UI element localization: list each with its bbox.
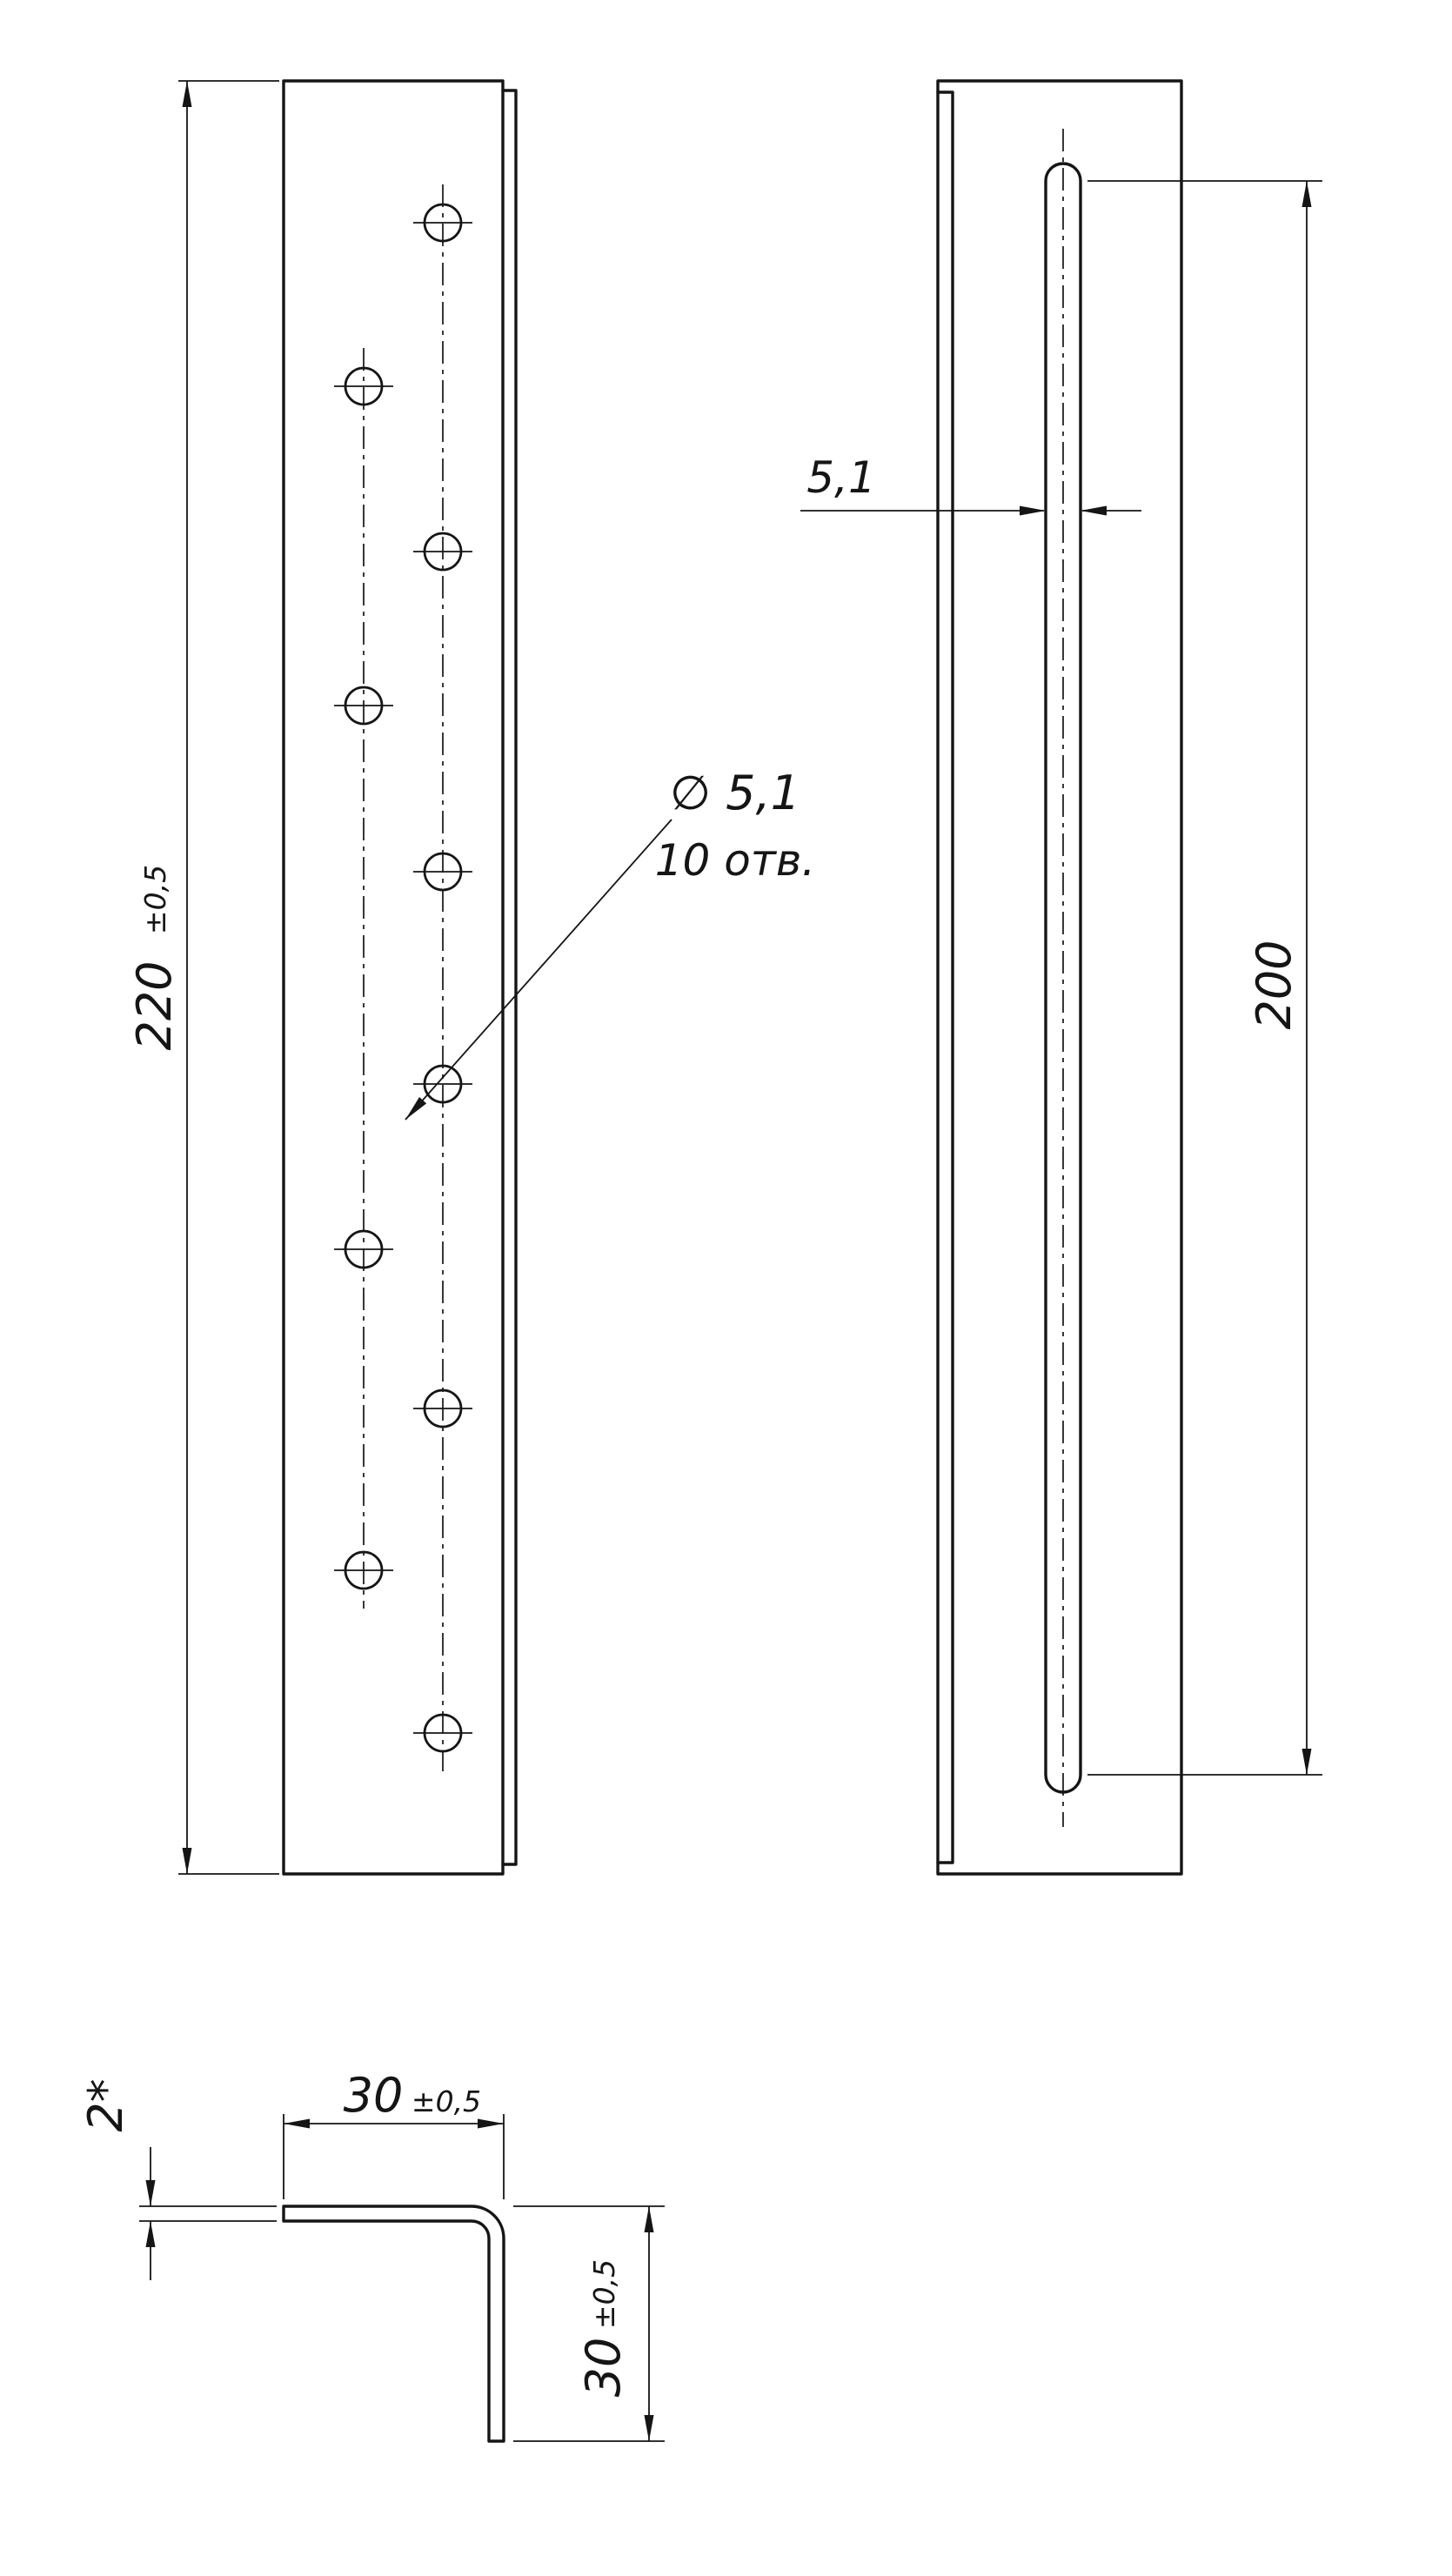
hole-3 xyxy=(423,532,463,572)
angle-profile-outline xyxy=(282,2205,505,2443)
dim-slot-width-value: 5,1 xyxy=(806,452,876,503)
dim-height-tolerance: ±0,5 xyxy=(138,865,172,934)
arrowhead xyxy=(145,2180,156,2206)
dim-leg-height-30: 30 ±0,5 xyxy=(513,2205,665,2442)
holes xyxy=(334,203,472,1753)
callout-diameter: ∅ 5,1 xyxy=(670,766,800,820)
hole-4 xyxy=(344,686,384,726)
callout-count: 10 отв. xyxy=(655,835,816,886)
hole-7 xyxy=(344,1229,384,1269)
arrowhead xyxy=(644,2415,654,2441)
arrowhead xyxy=(1020,505,1046,516)
dim-height-220: 220 ±0,5 xyxy=(127,80,279,1875)
dim-flange-width-tolerance: ±0,5 xyxy=(412,2084,481,2118)
face-edge-line xyxy=(936,90,954,1864)
hole-1 xyxy=(423,203,463,243)
arrowhead xyxy=(1301,181,1312,207)
arrowhead xyxy=(182,1848,192,1874)
dim-leg-height-tolerance: ±0,5 xyxy=(587,2259,621,2329)
dim-slot-length-200: 200 xyxy=(1087,180,1322,1776)
arrowhead xyxy=(182,81,192,107)
side-outline xyxy=(936,79,1183,1876)
hole-6 xyxy=(423,1064,463,1104)
arrowhead xyxy=(1081,505,1107,516)
flange-edge-line xyxy=(501,89,518,1866)
arrowhead xyxy=(145,2221,156,2247)
slot-outline xyxy=(1044,162,1082,1794)
plate-outline xyxy=(282,79,505,1876)
front-view xyxy=(282,79,518,1876)
arrowhead xyxy=(284,2118,310,2129)
dim-height-value: 220 xyxy=(127,960,182,1050)
hole-9 xyxy=(344,1550,384,1590)
hole-2 xyxy=(344,366,384,406)
section-view xyxy=(282,2205,505,2443)
arrowhead xyxy=(1301,1749,1312,1775)
dim-thickness-value: 2* xyxy=(78,2078,133,2131)
hole-8 xyxy=(423,1388,463,1429)
hole-5 xyxy=(423,852,463,892)
hole-10 xyxy=(423,1713,463,1753)
dim-slot-length-value: 200 xyxy=(1247,940,1301,1029)
dim-flange-width-value: 30 xyxy=(344,2068,404,2123)
arrowhead xyxy=(478,2118,504,2129)
dim-slot-width-51: 5,1 xyxy=(800,452,1141,516)
dim-thickness-2: 2* xyxy=(78,2078,277,2280)
leader-line xyxy=(405,819,672,1121)
dim-leg-height-value: 30 xyxy=(576,2338,631,2398)
dim-flange-width-30: 30 ±0,5 xyxy=(283,2068,505,2199)
arrowhead xyxy=(644,2206,654,2232)
holes-callout: ∅ 5,1 10 отв. xyxy=(401,766,816,1123)
side-view xyxy=(936,79,1183,1876)
